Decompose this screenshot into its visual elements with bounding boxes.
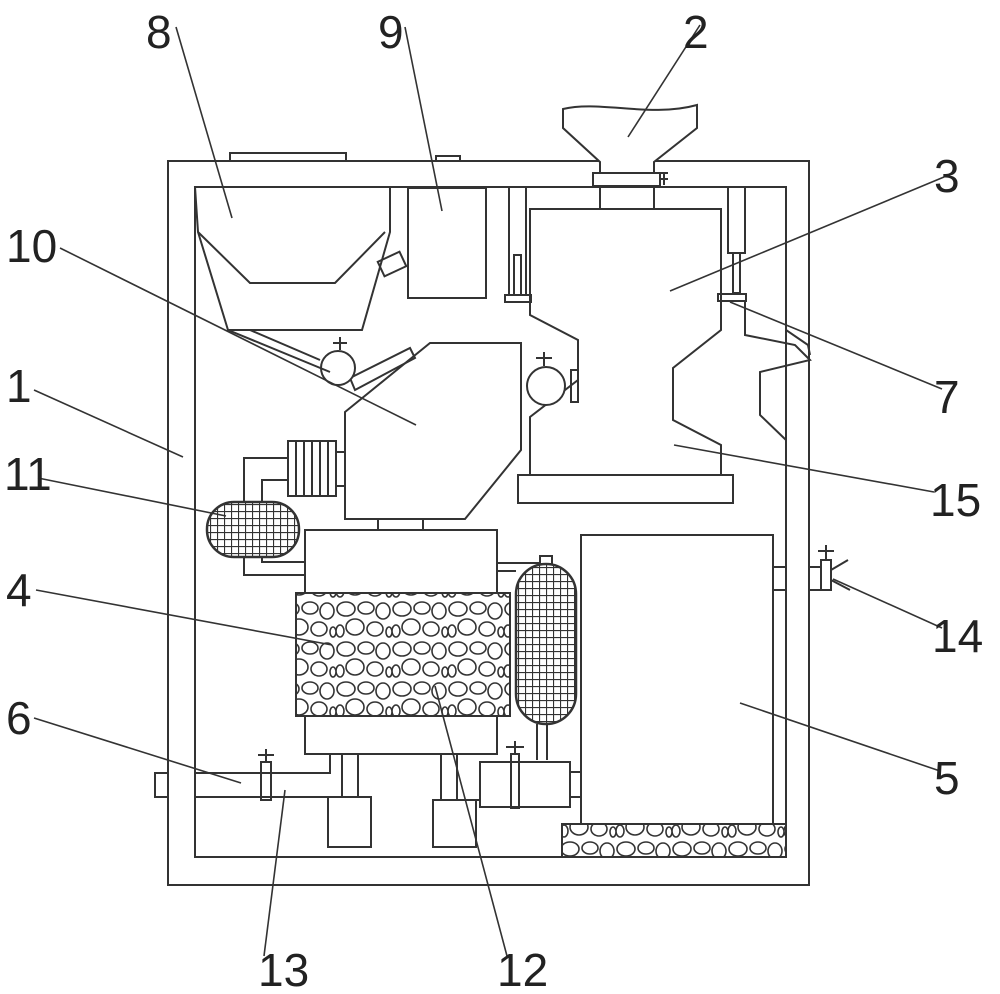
label-3: 3	[934, 150, 960, 202]
label-9: 9	[378, 6, 404, 58]
side-motor	[243, 440, 346, 576]
pump-assembly	[154, 741, 582, 848]
outlet-valve	[808, 545, 851, 591]
controller-box	[407, 187, 487, 299]
label-11: 11	[4, 448, 52, 500]
label-8: 8	[146, 6, 172, 58]
label-1: 1	[6, 360, 32, 412]
label-7: 7	[934, 371, 960, 423]
label-2: 2	[683, 6, 709, 58]
label-5: 5	[934, 752, 960, 804]
crusher-unit	[227, 329, 522, 531]
mesh-filter-horizontal	[205, 500, 301, 559]
label-15: 15	[930, 474, 981, 526]
label-10: 10	[6, 220, 57, 272]
label-4: 4	[6, 564, 32, 616]
feed-hopper	[562, 103, 698, 210]
storage-bin	[193, 186, 408, 331]
leader-lines	[33, 24, 945, 957]
treatment-tank	[295, 529, 511, 755]
grinding-tank	[504, 186, 812, 504]
part-labels: 8 9 2 3 10 7 1 15 11 4 14 6 5 13 12	[4, 6, 983, 994]
label-13: 13	[258, 944, 309, 994]
label-12: 12	[497, 944, 548, 994]
label-6: 6	[6, 692, 32, 744]
label-14: 14	[932, 610, 983, 662]
mesh-filter-vertical	[497, 555, 578, 760]
collection-tank	[561, 534, 787, 858]
gravel-layer	[295, 592, 511, 717]
